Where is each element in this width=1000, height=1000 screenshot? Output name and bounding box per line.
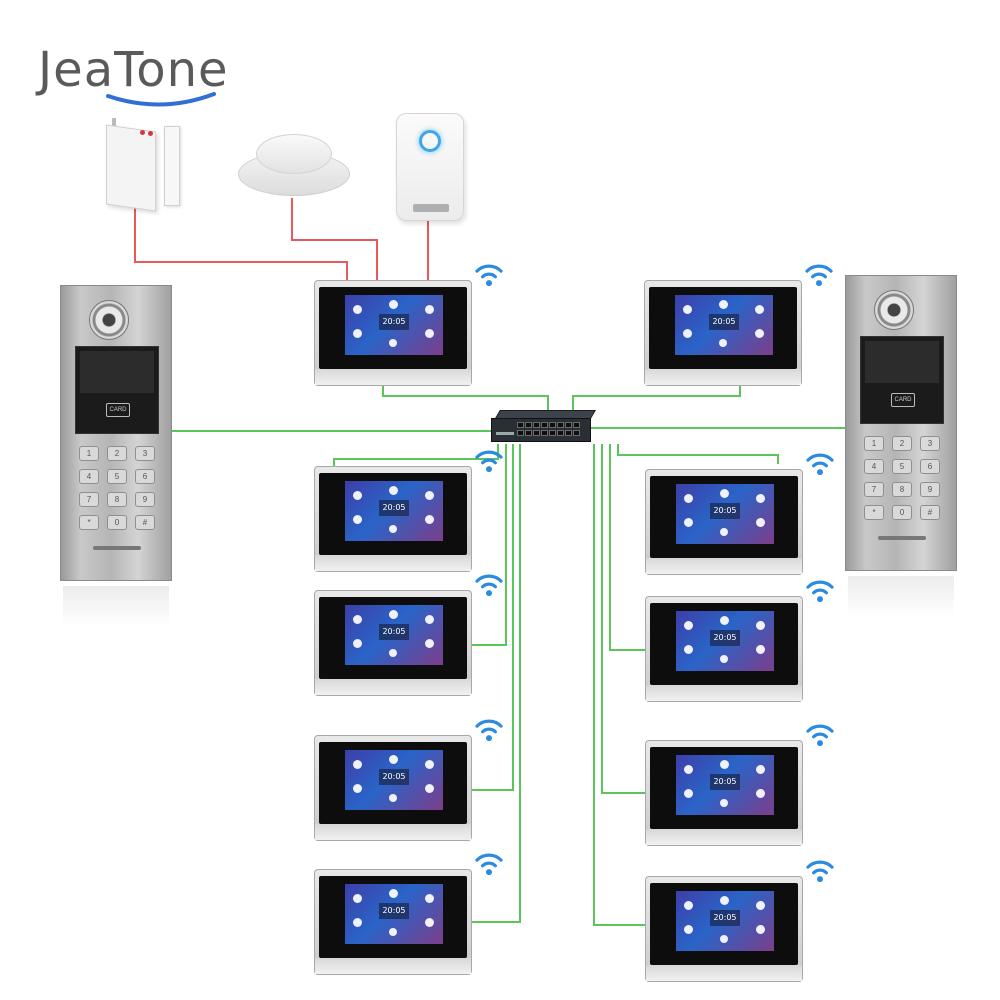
keypad-key[interactable]: 1 — [79, 446, 99, 461]
keypad-key[interactable]: # — [920, 505, 940, 520]
indoor-monitor[interactable]: 20:05 — [314, 735, 472, 841]
switch-port — [541, 430, 548, 436]
camera-icon — [89, 300, 129, 340]
keypad-key[interactable]: 8 — [107, 492, 127, 507]
monitor-screen[interactable]: 20:05 — [345, 884, 443, 944]
keypad-key[interactable]: 7 — [79, 492, 99, 507]
network-wire-row2-right — [618, 444, 778, 464]
keypad-key[interactable]: 5 — [107, 469, 127, 484]
monitor-clock: 20:05 — [379, 624, 409, 640]
network-wire-top-left-monitor — [383, 384, 548, 410]
keypad-key[interactable]: 5 — [892, 459, 912, 474]
monitor-clock: 20:05 — [379, 903, 409, 919]
door-window-sensor — [100, 118, 195, 210]
keypad: 1 2 3 4 5 6 7 8 9 * 0 # — [864, 436, 940, 520]
card-reader-label: CARD — [106, 403, 130, 417]
monitor-clock: 20:05 — [379, 314, 409, 330]
keypad-key[interactable]: 2 — [892, 436, 912, 451]
monitor-screen[interactable]: 20:05 — [676, 611, 774, 671]
keypad-key[interactable]: 3 — [135, 446, 155, 461]
indoor-monitor[interactable]: 20:05 — [314, 280, 472, 386]
keypad: 1 2 3 4 5 6 7 8 9 * 0 # — [79, 446, 155, 530]
switch-port — [525, 422, 532, 428]
network-wire-top-right-monitor — [573, 384, 740, 410]
monitor-screen[interactable]: 20:05 — [345, 750, 443, 810]
keypad-key[interactable]: 6 — [920, 459, 940, 474]
indoor-monitor[interactable]: 20:05 — [314, 466, 472, 572]
switch-port — [573, 422, 580, 428]
keypad-key[interactable]: 4 — [79, 469, 99, 484]
monitor-clock: 20:05 — [709, 314, 739, 330]
keypad-key[interactable]: 4 — [864, 459, 884, 474]
keypad-key[interactable]: 2 — [107, 446, 127, 461]
keypad-key[interactable]: 1 — [864, 436, 884, 451]
switch-port — [557, 430, 564, 436]
keypad-key[interactable]: * — [79, 515, 99, 530]
switch-port — [549, 430, 556, 436]
switch-port — [565, 422, 572, 428]
network-switch — [491, 410, 591, 444]
keypad-key[interactable]: 8 — [892, 482, 912, 497]
keypad-key[interactable]: # — [135, 515, 155, 530]
switch-port — [573, 430, 580, 436]
switch-port — [549, 422, 556, 428]
switch-port — [517, 422, 524, 428]
indicator-ring-icon — [419, 130, 441, 152]
monitor-screen[interactable]: 20:05 — [676, 484, 774, 544]
keypad-key[interactable]: 0 — [107, 515, 127, 530]
door-station-right: CARD 1 2 3 4 5 6 7 8 9 * 0 # — [845, 275, 957, 571]
indoor-monitor[interactable]: 20:05 — [314, 869, 472, 975]
keypad-key[interactable]: 9 — [135, 492, 155, 507]
network-wire-row4-right — [602, 444, 645, 793]
monitor-clock: 20:05 — [379, 500, 409, 516]
monitor-clock: 20:05 — [710, 503, 740, 519]
monitor-clock: 20:05 — [710, 630, 740, 646]
monitor-screen[interactable]: 20:05 — [345, 295, 443, 355]
indoor-monitor[interactable]: 20:05 — [645, 740, 803, 846]
indoor-monitor[interactable]: 20:05 — [645, 596, 803, 702]
switch-port — [525, 430, 532, 436]
monitor-screen[interactable]: 20:05 — [345, 481, 443, 541]
alarm-sensor — [396, 113, 464, 221]
card-reader-label: CARD — [891, 393, 915, 407]
monitor-clock: 20:05 — [379, 769, 409, 785]
camera-icon — [874, 290, 914, 330]
keypad-key[interactable]: * — [864, 505, 884, 520]
smoke-detector — [238, 130, 350, 200]
switch-port — [533, 422, 540, 428]
monitor-clock: 20:05 — [710, 910, 740, 926]
indoor-monitor[interactable]: 20:05 — [644, 280, 802, 386]
monitor-screen[interactable]: 20:05 — [676, 891, 774, 951]
monitor-screen[interactable]: 20:05 — [676, 755, 774, 815]
alarm-wire-smoke-detector — [292, 198, 377, 280]
monitor-screen[interactable]: 20:05 — [675, 295, 773, 355]
keypad-key[interactable]: 9 — [920, 482, 940, 497]
switch-port — [533, 430, 540, 436]
keypad-key[interactable]: 0 — [892, 505, 912, 520]
switch-port — [517, 430, 524, 436]
network-wire-row3-right — [610, 444, 645, 650]
monitor-clock: 20:05 — [710, 774, 740, 790]
indoor-monitor[interactable]: 20:05 — [645, 469, 803, 575]
switch-port — [557, 422, 564, 428]
keypad-key[interactable]: 6 — [135, 469, 155, 484]
door-station-left: CARD 1 2 3 4 5 6 7 8 9 * 0 # — [60, 285, 172, 581]
switch-port — [541, 422, 548, 428]
alarm-wire-door-sensor — [135, 205, 347, 280]
indoor-monitor[interactable]: 20:05 — [314, 590, 472, 696]
indoor-monitor[interactable]: 20:05 — [645, 876, 803, 982]
switch-port — [565, 430, 572, 436]
keypad-key[interactable]: 3 — [920, 436, 940, 451]
keypad-key[interactable]: 7 — [864, 482, 884, 497]
monitor-screen[interactable]: 20:05 — [345, 605, 443, 665]
